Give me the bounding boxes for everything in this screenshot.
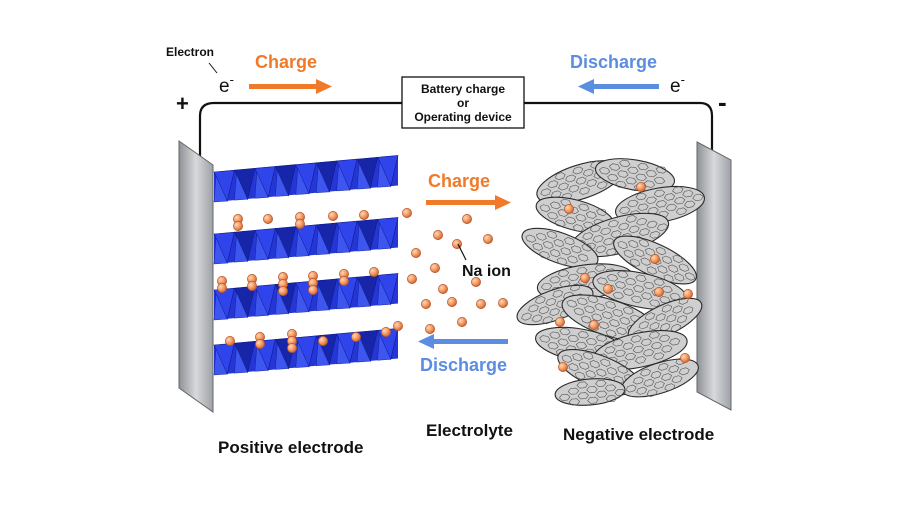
device-label-line1: Battery charge — [421, 82, 505, 96]
negative-terminal-sign: - — [718, 87, 727, 117]
na-ion — [421, 299, 431, 309]
na-ion — [339, 276, 349, 286]
device-label-line2: or — [457, 96, 469, 110]
na-ion — [683, 289, 693, 299]
na-ion — [589, 320, 599, 330]
na-ion — [462, 214, 472, 224]
na-ion — [393, 321, 403, 331]
na-ion — [233, 221, 243, 231]
charge-label-top: Charge — [255, 52, 317, 72]
na-ion — [263, 214, 273, 224]
na-ion — [225, 336, 235, 346]
discharge-arrow-top — [578, 79, 659, 94]
cathode-layer — [213, 217, 399, 265]
anode-ions — [555, 182, 693, 372]
na-ion — [654, 287, 664, 297]
cathode-layer — [213, 273, 399, 321]
device-box — [401, 76, 525, 129]
na-ion — [369, 267, 379, 277]
na-ion — [308, 285, 318, 295]
cathode-layers — [213, 155, 399, 376]
positive-electrode-label: Positive electrode — [218, 438, 364, 457]
na-ion — [328, 211, 338, 221]
electron-symbol-left: e- — [219, 72, 234, 97]
na-ion-pointer — [457, 243, 467, 261]
cathode-ions — [217, 210, 391, 353]
electron-pointer — [208, 62, 218, 74]
na-ion — [359, 210, 369, 220]
positive-terminal-sign: + — [176, 91, 189, 116]
na-ion — [498, 298, 508, 308]
na-ion — [295, 219, 305, 229]
na-ion — [650, 254, 660, 264]
na-ion — [476, 299, 486, 309]
charge-label-middle: Charge — [428, 171, 490, 191]
na-ion — [433, 230, 443, 240]
na-ion — [278, 286, 288, 296]
charge-arrow-top — [249, 79, 332, 94]
negative-electrode-label: Negative electrode — [563, 425, 714, 444]
na-ion — [351, 332, 361, 342]
discharge-arrow-middle — [418, 334, 508, 349]
na-ion — [217, 283, 227, 293]
graphene-sheet — [554, 378, 626, 406]
graphene-sheet — [592, 270, 688, 310]
electrolyte-ions — [393, 208, 508, 334]
na-ion — [411, 248, 421, 258]
na-ion — [558, 362, 568, 372]
na-ion-label: Na ion — [462, 263, 511, 280]
na-ion — [580, 273, 590, 283]
na-ion — [555, 317, 565, 327]
na-ion — [636, 182, 646, 192]
na-ion — [402, 208, 412, 218]
device-label-line3: Operating device — [414, 110, 512, 124]
na-ion — [407, 274, 417, 284]
anode-graphene-sheets — [516, 158, 705, 406]
na-ion — [603, 284, 613, 294]
negative-current-collector — [696, 141, 732, 411]
circuit-wire — [198, 101, 714, 160]
graphene-sheet — [594, 158, 676, 192]
na-ion — [471, 277, 481, 287]
na-ion — [457, 317, 467, 327]
cathode-layer — [213, 155, 399, 203]
electrolyte-label: Electrolyte — [426, 421, 513, 440]
cathode-layer — [213, 328, 399, 376]
na-ion — [287, 343, 297, 353]
discharge-label-middle: Discharge — [420, 355, 507, 375]
na-ion — [430, 263, 440, 273]
na-ion — [447, 297, 457, 307]
na-ion — [425, 324, 435, 334]
na-ion — [318, 336, 328, 346]
na-ion — [483, 234, 493, 244]
charge-arrow-middle — [426, 195, 511, 210]
na-ion — [247, 281, 257, 291]
na-ion — [381, 327, 391, 337]
na-ion — [255, 339, 265, 349]
discharge-label-top: Discharge — [570, 52, 657, 72]
graphene-sheet — [535, 196, 615, 234]
na-ion — [680, 353, 690, 363]
positive-current-collector — [178, 140, 214, 413]
na-ion — [438, 284, 448, 294]
na-ion — [564, 204, 574, 214]
electron-label: Electron — [166, 45, 214, 59]
electron-symbol-right: e- — [670, 72, 685, 97]
graphene-sheet — [521, 227, 599, 269]
